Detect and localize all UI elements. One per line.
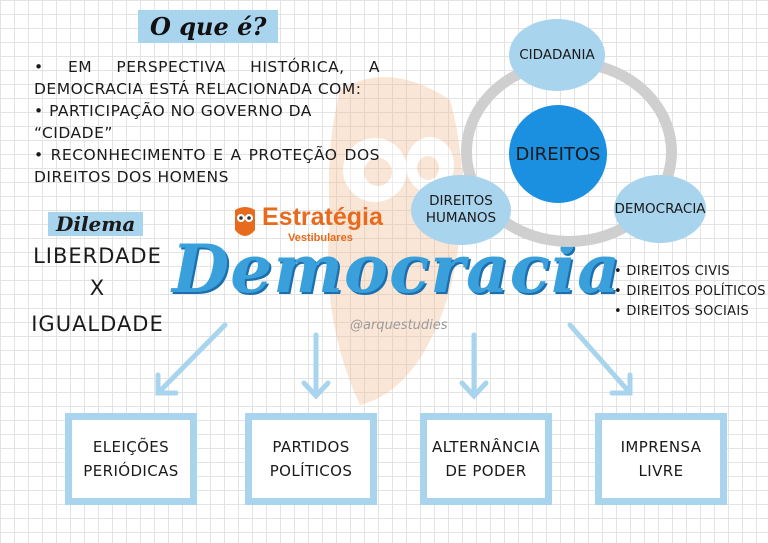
box-eleicoes: Eleições periódicas	[65, 413, 197, 505]
box-line: Partidos	[272, 438, 350, 456]
box-line: Imprensa	[620, 438, 702, 456]
bullet-1-line-b: democracia está relacionada com:	[34, 80, 362, 98]
bullet-3-line-b: direitos dos homens	[34, 168, 229, 186]
owl-watermark-icon	[328, 77, 463, 405]
definition-bullets: • Em perspectiva histórica, a democracia…	[34, 56, 380, 188]
box-line: Eleições	[92, 438, 170, 456]
author-handle: @arquestudies	[350, 318, 448, 333]
circle-democracia-label: Democracia	[614, 200, 706, 217]
dilema-title: Dilema	[48, 212, 144, 236]
brand-subtitle: Vestibulares	[288, 232, 353, 244]
what-is-title: O que é?	[138, 10, 279, 43]
circle-dh-line1: Direitos	[429, 193, 493, 209]
bullet-2: • Participação no governo da “cidade”	[34, 102, 312, 142]
box-line: Alternância	[432, 438, 540, 456]
rights-item: Direitos Políticos	[614, 282, 766, 302]
circle-direitos-humanos: Direitos Humanos	[411, 175, 511, 245]
bullet-1-line-a: • Em perspectiva histórica, a	[34, 58, 380, 76]
owl-logo-icon	[235, 207, 255, 236]
rights-item: Direitos Civis	[614, 262, 766, 282]
circle-cidadania-label: Cidadania	[519, 46, 595, 63]
box-imprensa: Imprensa livre	[595, 413, 727, 505]
bullet-3-line-a: • Reconhecimento e a proteção dos	[34, 146, 380, 164]
circle-direitos: Direitos	[509, 105, 607, 203]
rights-list: Direitos Civis Direitos Políticos Direit…	[614, 262, 766, 322]
box-line: livre	[638, 462, 684, 480]
circle-direitos-label: Direitos	[515, 143, 601, 165]
rights-item: Direitos Sociais	[614, 302, 766, 322]
dilema-liberdade: Liberdade	[33, 244, 162, 268]
arrow-icon	[567, 322, 633, 396]
box-line: periódicas	[83, 462, 179, 480]
circle-dh-line2: Humanos	[425, 210, 497, 226]
box-line: Políticos	[269, 462, 353, 480]
brand-name: Estratégia	[262, 203, 383, 231]
circle-cidadania: Cidadania	[509, 19, 605, 91]
circle-democracia: Democracia	[614, 175, 706, 243]
box-alternancia: Alternância de poder	[420, 413, 552, 505]
dilema-igualdade: Igualdade	[31, 312, 164, 336]
box-partidos: Partidos Políticos	[245, 413, 377, 505]
box-line: de poder	[445, 462, 527, 480]
dilema-x: X	[89, 276, 106, 300]
